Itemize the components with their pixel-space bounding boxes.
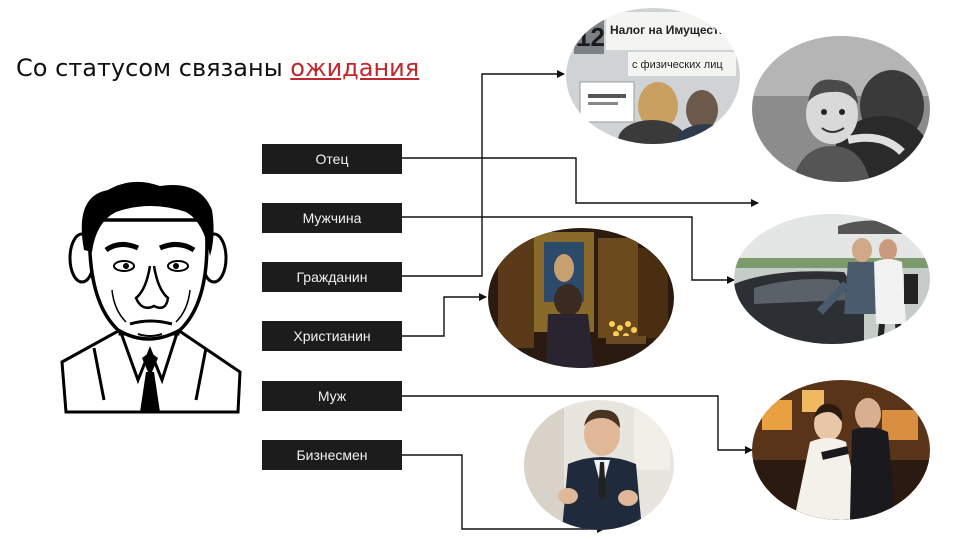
tax-sign-line2: с физических лиц (632, 59, 723, 71)
role-label: Христианин (293, 328, 370, 344)
role-box-muzh: Муж (262, 381, 402, 411)
role-label: Отец (316, 151, 349, 167)
photo-church (488, 228, 674, 368)
arrow-khristianin (402, 297, 486, 336)
photo-businessman (524, 400, 674, 530)
photo-father-son (752, 36, 930, 182)
role-box-grazhdanin: Гражданин (262, 262, 402, 292)
photo-tax-office: 12 Налог на Имуществ с физических лиц (566, 8, 740, 144)
tax-sign-line1: Налог на Имуществ (610, 23, 726, 37)
arrow-otets (402, 158, 758, 203)
role-label: Бизнесмен (296, 447, 367, 463)
role-label: Мужчина (303, 210, 362, 226)
role-box-khristianin: Христианин (262, 321, 402, 351)
role-box-muzhchina: Мужчина (262, 203, 402, 233)
role-label: Гражданин (297, 269, 368, 285)
role-box-biznesmen: Бизнесмен (262, 440, 402, 470)
role-label: Муж (318, 388, 346, 404)
photo-car-door (734, 214, 930, 344)
photo-wedding (752, 380, 930, 520)
role-box-otets: Отец (262, 144, 402, 174)
